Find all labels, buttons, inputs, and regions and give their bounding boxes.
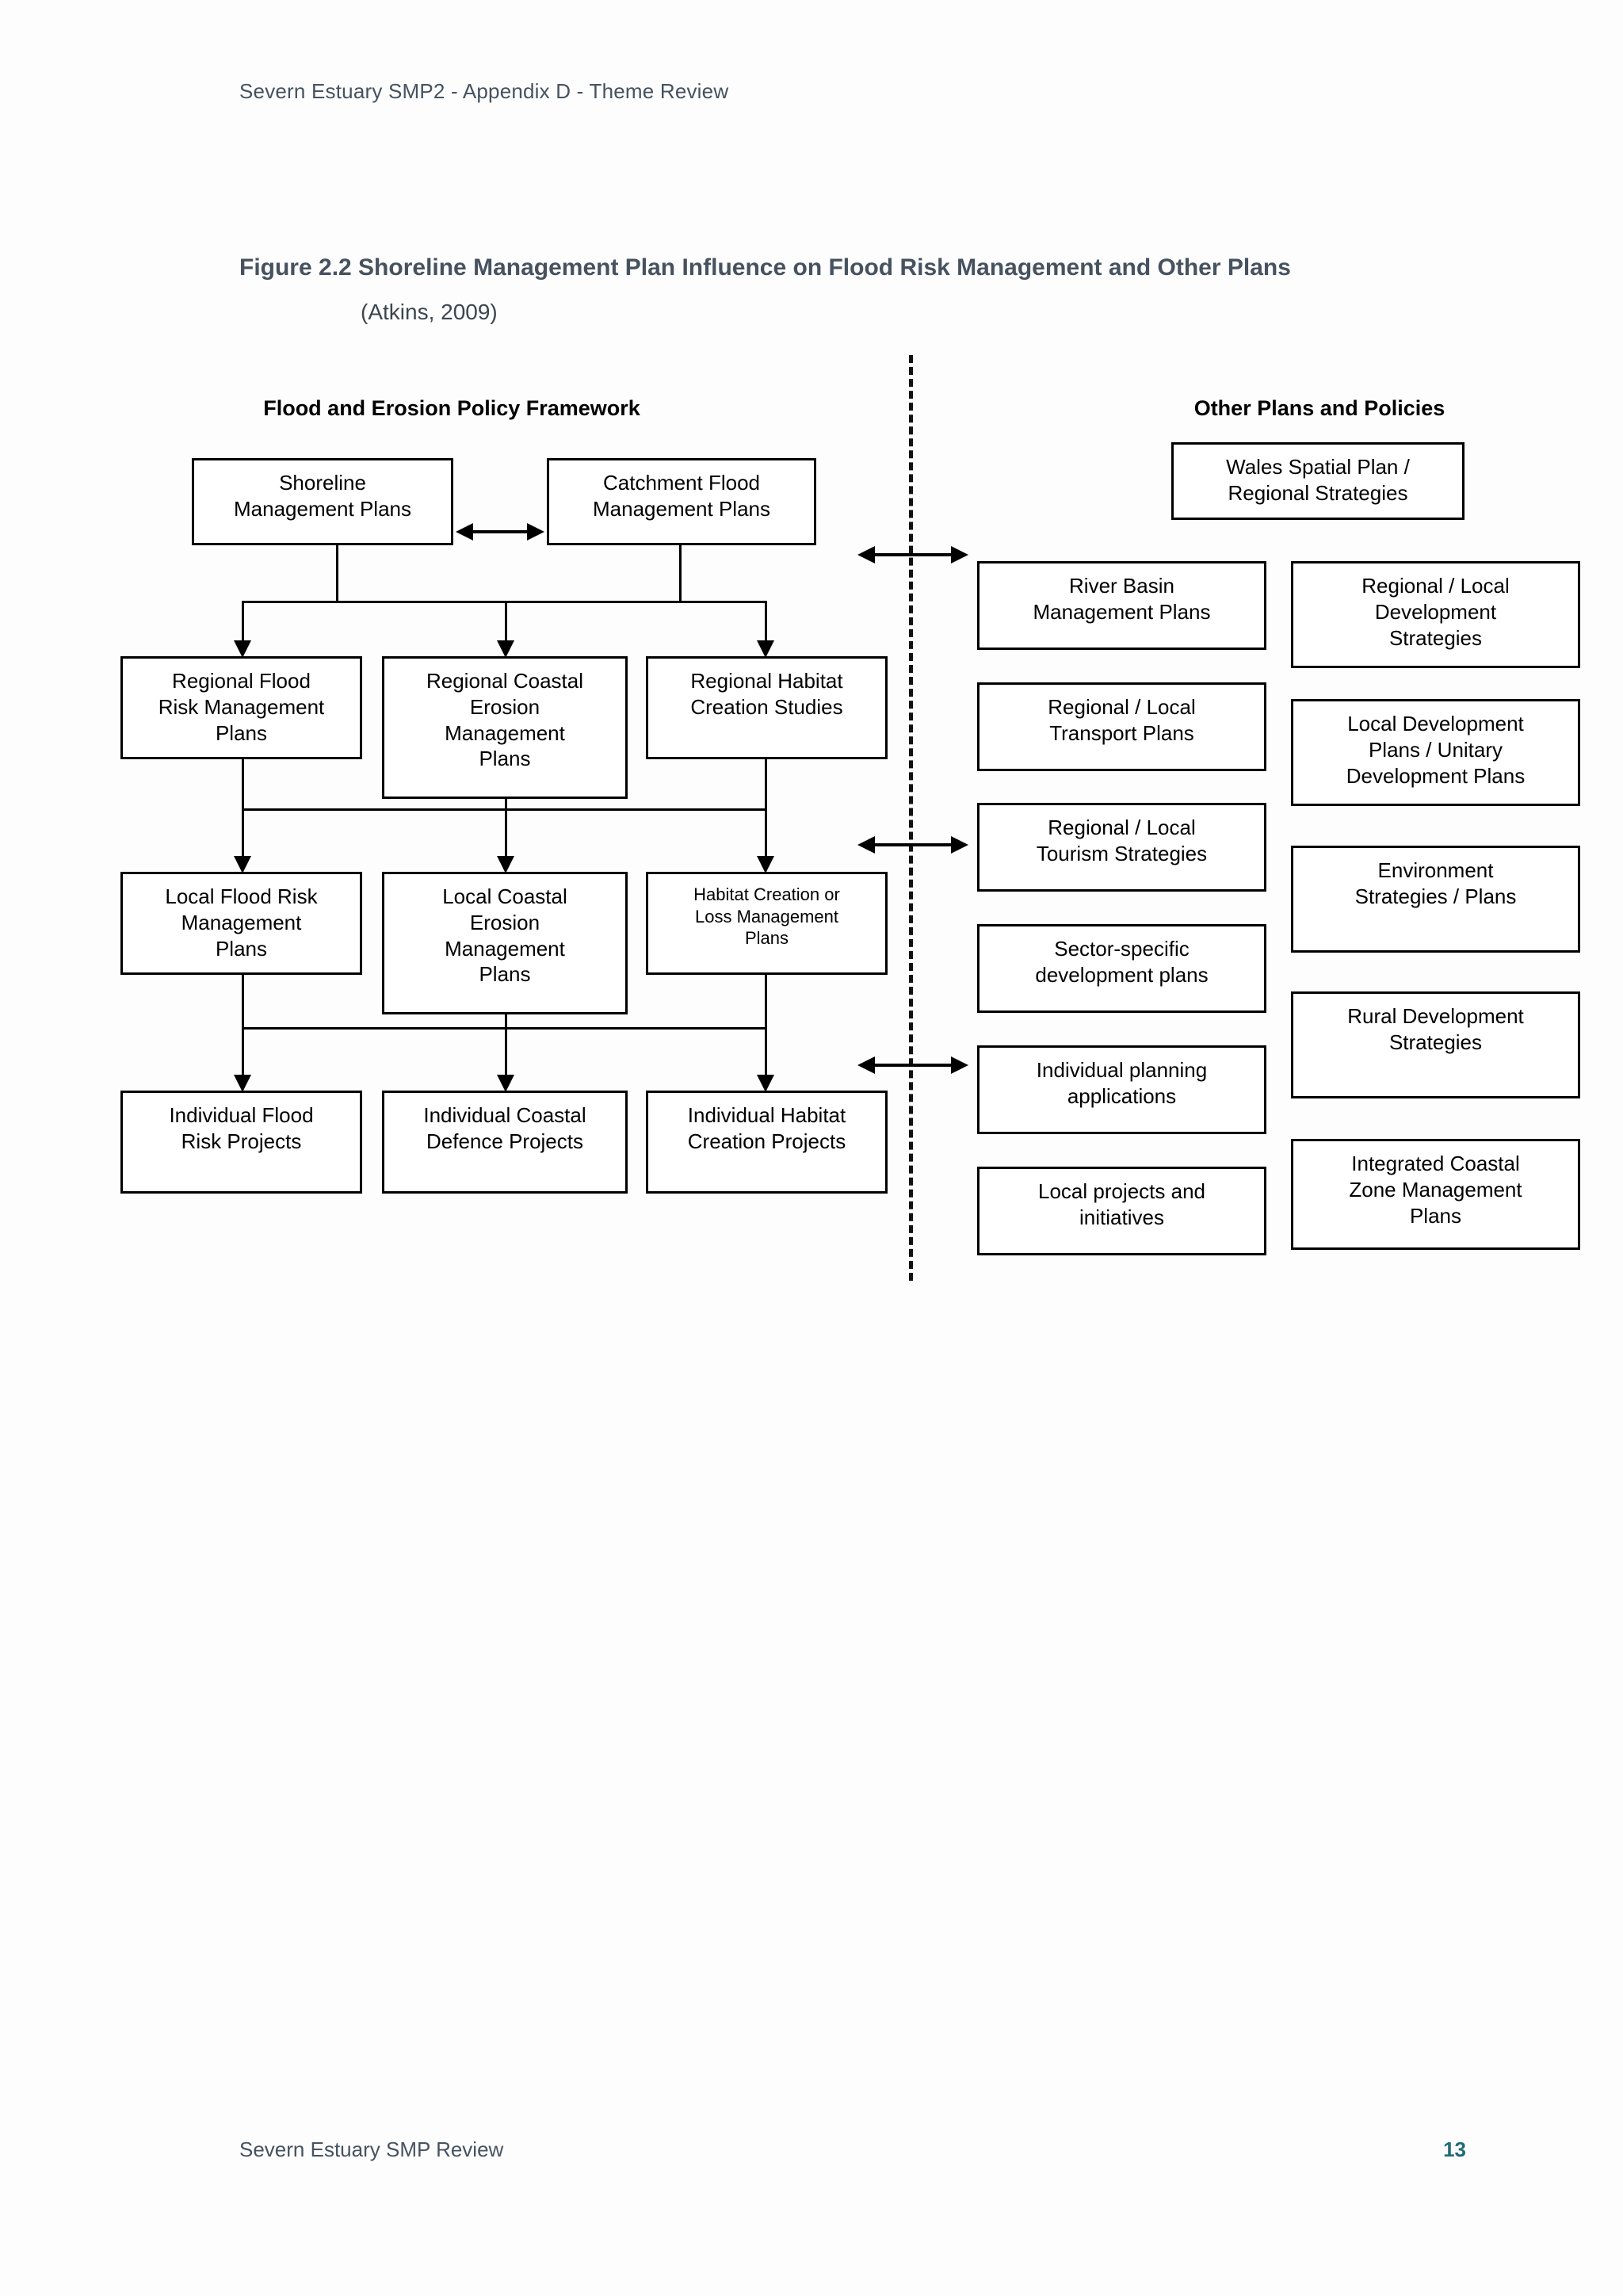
connector-bus-row3 [242, 1027, 766, 1030]
arrow-head-left [857, 546, 875, 563]
connector-bus-to-regional-flood [242, 601, 244, 645]
arrow-shaft [872, 843, 954, 846]
arrow-head-right [951, 1056, 968, 1074]
arrowhead-individual-habitat [757, 1075, 774, 1092]
arrowhead-individual-flood [234, 1075, 251, 1092]
arrowhead-regional-flood [234, 640, 251, 658]
arrow-head-right [951, 546, 968, 563]
cross-arrow-bottom [857, 1056, 968, 1074]
connector-bus-row2 [242, 808, 766, 811]
arrowhead-local-coastal [497, 856, 514, 873]
arrowhead-regional-habitat [757, 640, 774, 658]
arrowhead-local-flood [234, 856, 251, 873]
connector-local-coastal-down [505, 1014, 507, 1079]
arrowhead-regional-coastal [497, 640, 514, 658]
connector-catchment-down [679, 545, 682, 601]
column-divider [909, 355, 913, 1281]
page-number: 13 [1443, 2137, 1466, 2161]
arrow-shoreline-catchment [456, 523, 544, 541]
cross-arrow-middle [857, 836, 968, 854]
connector-bus-to-regional-coastal [505, 601, 507, 645]
running-header: Severn Estuary SMP2 - Appendix D - Theme… [239, 79, 729, 103]
connector-regional-coastal-down [505, 799, 507, 861]
arrow-head-right [951, 836, 968, 854]
figure-title: Figure 2.2 Shoreline Management Plan Inf… [239, 254, 1291, 281]
arrow-shaft [872, 1064, 954, 1067]
arrow-head-right [527, 523, 544, 541]
figure-source: (Atkins, 2009) [361, 300, 498, 324]
cross-arrow-top [857, 546, 968, 563]
arrow-head-left [456, 523, 473, 541]
arrow-head-left [857, 836, 875, 854]
arrowhead-habitat-creation-loss [757, 856, 774, 873]
arrowhead-individual-coastal [497, 1075, 514, 1092]
connector-shoreline-down [336, 545, 338, 601]
connector-bus-row1 [242, 601, 765, 603]
arrow-shaft [872, 553, 954, 556]
connector-bus-to-regional-habitat [765, 601, 767, 645]
column-heading-right: Other Plans and Policies [1193, 396, 1445, 420]
node-wales-spatial-plan-regional-strategies: Wales Spatial Plan /Regional Strategies [1171, 442, 1465, 520]
running-footer: Severn Estuary SMP Review [239, 2137, 504, 2161]
arrow-head-left [857, 1056, 875, 1074]
column-heading-left: Flood and Erosion Policy Framework [263, 396, 640, 420]
arrow-shaft [470, 530, 530, 533]
